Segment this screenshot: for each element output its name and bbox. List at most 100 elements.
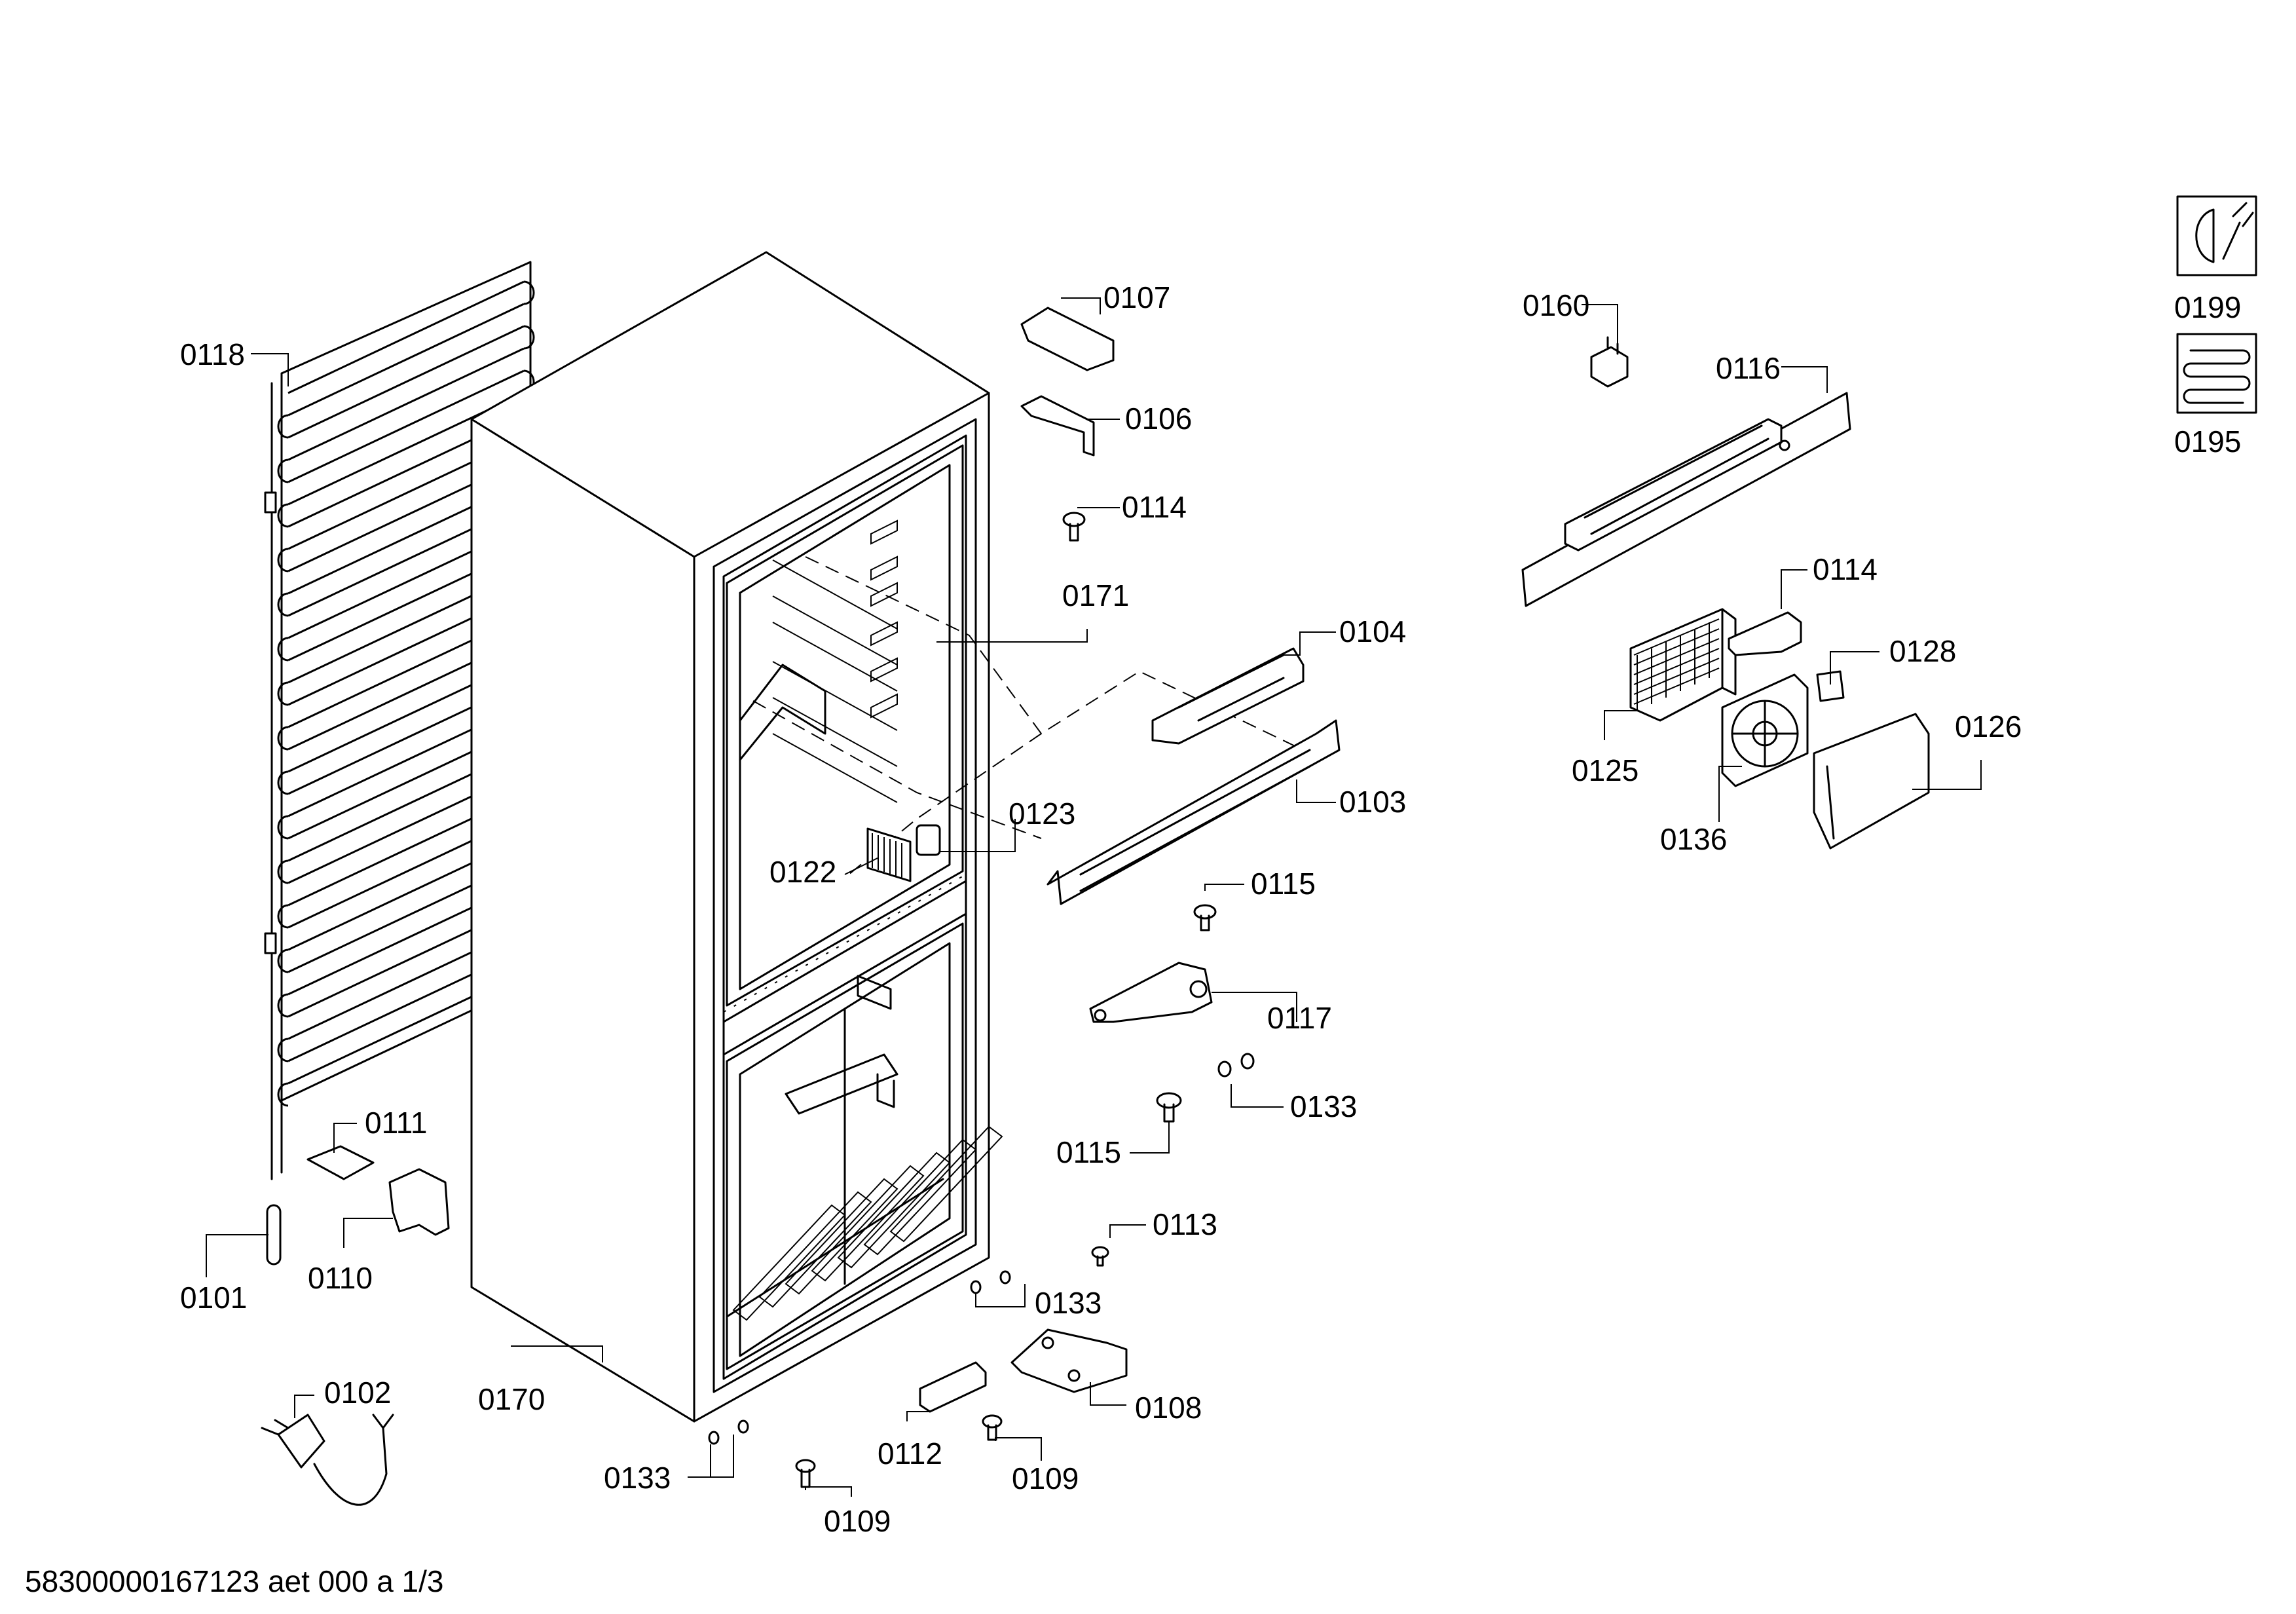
label-0118: 0118 [180,337,245,371]
label-0122: 0122 [769,855,836,889]
screw-0115-a [1193,904,1217,931]
washers-0133-b [970,1270,1011,1294]
line-art [277,770,289,795]
label-0109-a: 0109 [1012,1461,1079,1495]
document-id: 58300000167123 aet 000 a 1/3 [25,1564,444,1598]
line-art [772,559,898,629]
line-art [277,904,289,929]
line-art [772,733,898,803]
wrench-part-icon [2176,195,2257,276]
label-0136: 0136 [1660,822,1727,856]
label-0114-top: 0114 [1122,490,1187,524]
label-0171: 0171 [1062,578,1129,612]
label-0117: 0117 [1267,1001,1332,1035]
washers-0133-a [1217,1053,1255,1078]
bracket-0114-right [1728,611,1802,656]
bottom-hinge-0108 [1010,1328,1128,1393]
label-0160: 0160 [1523,288,1589,322]
control-module-0104 [1151,647,1305,745]
label-0113: 0113 [1153,1207,1217,1241]
line-art [277,726,289,751]
evaporator-0125 [1629,608,1737,722]
line-art [837,1152,951,1269]
line-art [758,1191,872,1308]
line-art [277,1038,289,1062]
line-art [277,948,289,973]
line-art [277,459,289,483]
line-art [1633,667,1720,705]
line-art [870,519,898,545]
power-cord-0102 [261,1414,394,1506]
line-art [772,661,898,731]
coil-icon [2176,333,2257,414]
line-art [870,582,898,607]
label-0109-b: 0109 [824,1504,891,1538]
line-art [287,325,525,439]
label-0125: 0125 [1572,753,1639,787]
label-0133-c: 0133 [604,1461,671,1495]
line-art [277,592,289,617]
line-art [287,303,525,417]
label-0104: 0104 [1339,614,1406,648]
line-art [523,325,535,350]
hinge-0117 [1089,962,1213,1023]
cap-0123 [916,824,941,856]
label-0108: 0108 [1135,1391,1202,1425]
leader-lines [206,297,1982,1497]
line-art [287,369,525,483]
label-0102: 0102 [324,1376,391,1410]
label-0123: 0123 [1009,797,1075,831]
line-art [1633,648,1720,685]
label-0133-a: 0133 [1290,1089,1357,1123]
screw-0113 [1091,1246,1109,1267]
line-art [772,622,898,692]
cover-0112 [919,1361,987,1413]
plate-0111 [306,1145,375,1180]
label-0116: 0116 [1716,351,1781,385]
label-0115-a: 0115 [1251,867,1316,901]
line-art [772,595,898,666]
line-art [523,280,535,305]
washers-0133-c [708,1419,749,1445]
line-art [785,1178,898,1295]
line-art [870,555,898,581]
label-0111: 0111 [365,1106,428,1140]
line-art [277,637,289,662]
line-art [772,697,898,767]
line-art [732,1204,846,1321]
hinge-cover-0107 [1020,307,1115,371]
label-0195: 0195 [2174,424,2241,459]
line-art [287,347,525,461]
line-art [277,993,289,1018]
line-art [277,548,289,572]
grille-0122 [866,827,912,882]
screw-0109-a [982,1414,1003,1441]
control-panel-0116 [1521,392,1851,607]
connector-0160 [1590,336,1629,388]
part-labels: 0118 0107 0106 0114 0171 0104 0103 0123 … [180,280,2022,1538]
line-art [277,1082,289,1107]
label-0103: 0103 [1339,785,1406,819]
label-0106: 0106 [1125,402,1192,436]
fan-0136 [1721,673,1809,787]
label-0110: 0110 [308,1261,373,1295]
label-0115-b: 0115 [1056,1135,1121,1169]
sensor-0128 [1816,670,1845,702]
label-0170: 0170 [478,1382,545,1416]
line-art [726,1178,944,1318]
screw-0115-b [1156,1092,1182,1123]
label-0101: 0101 [180,1281,247,1315]
label-0114-right: 0114 [1813,552,1878,586]
line-art [863,1138,977,1256]
line-art [870,657,898,683]
line-art [870,621,898,647]
cover-0126 [1813,713,1930,850]
line-art [277,414,289,439]
line-art [870,693,898,719]
line-art [889,1125,1003,1243]
line-art [1633,628,1720,666]
label-0128: 0128 [1889,634,1956,668]
line-art [287,280,525,394]
screw-0109-b [795,1459,816,1488]
